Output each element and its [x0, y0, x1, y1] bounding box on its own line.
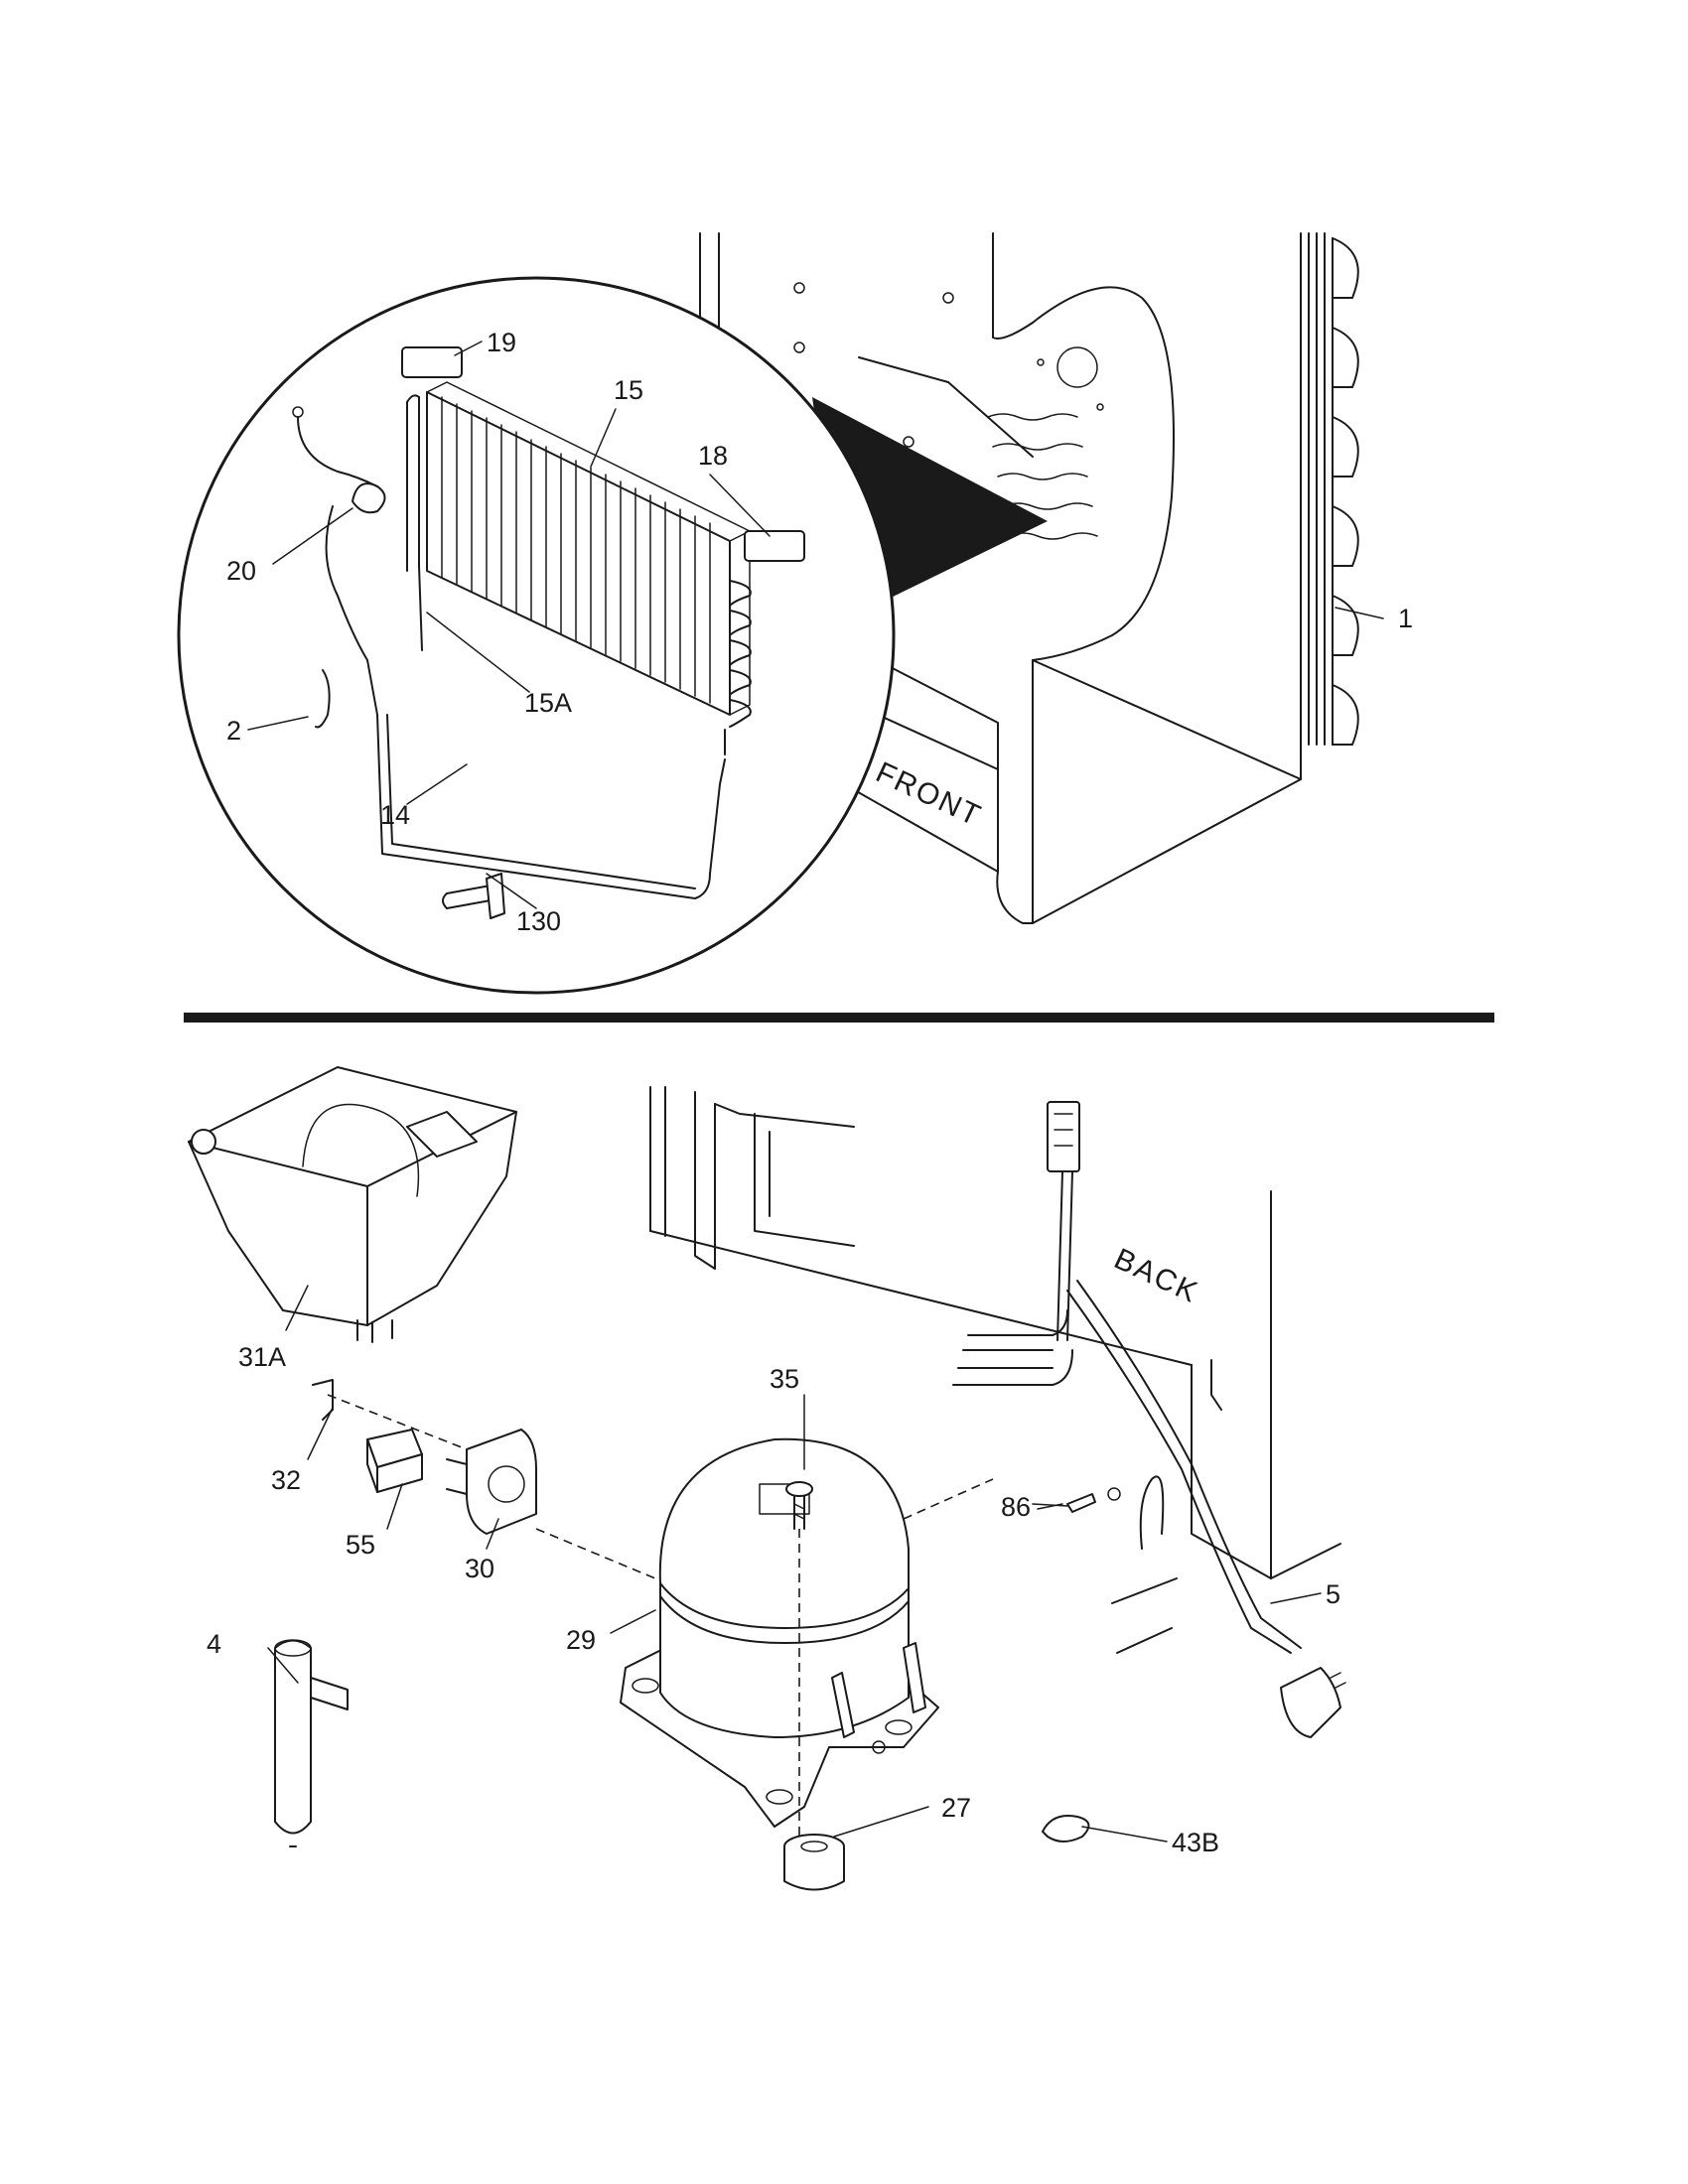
callout-30: 30	[465, 1554, 494, 1583]
condenser-coil	[1308, 232, 1359, 746]
callout-35: 35	[770, 1364, 799, 1394]
callout-19: 19	[487, 328, 516, 357]
part-18-block	[744, 530, 805, 562]
callout-55: 55	[346, 1530, 375, 1560]
detail-parts	[292, 346, 805, 919]
assembly-dash-4	[903, 1478, 994, 1520]
callout-5: 5	[1326, 1579, 1340, 1609]
detail-circle	[177, 276, 896, 995]
part-130-tube	[486, 873, 505, 919]
callout-43b: 43B	[1172, 1828, 1219, 1857]
callout-1: 1	[1398, 604, 1413, 633]
finned-evaporator	[406, 381, 752, 755]
part-4-drier	[274, 1639, 349, 1847]
callout-32: 32	[271, 1465, 301, 1495]
assembly-dash-1	[327, 1394, 468, 1450]
front-label: FRONT	[871, 755, 987, 833]
callout-20: 20	[226, 556, 256, 586]
callout-4: 4	[207, 1629, 221, 1659]
part-20-sensor	[352, 482, 386, 514]
part-43b-clip	[1042, 1815, 1090, 1843]
control-box	[188, 1066, 517, 1343]
assembly-dash-2	[535, 1528, 656, 1579]
callout-29: 29	[566, 1625, 596, 1655]
part-35-bolt	[785, 1481, 813, 1530]
callout-15a: 15A	[524, 688, 572, 718]
leader-lines-top	[247, 341, 1384, 909]
section-divider	[184, 1013, 1494, 1023]
part-30-overload	[446, 1429, 537, 1535]
back-label: BACK	[1109, 1242, 1203, 1309]
leader-lines-bottom	[267, 1285, 1322, 1843]
callout-2: 2	[226, 716, 241, 746]
callout-15: 15	[614, 375, 643, 405]
callout-27: 27	[941, 1793, 971, 1823]
part-27-grommet	[783, 1834, 845, 1891]
part-32-clip	[312, 1379, 334, 1421]
callout-31a: 31A	[238, 1342, 286, 1372]
ground-screw	[1037, 1487, 1121, 1513]
callout-18: 18	[698, 441, 728, 471]
part-55-relay	[366, 1429, 423, 1493]
callout-130: 130	[516, 906, 561, 936]
part-19-block	[401, 346, 463, 378]
plug	[1280, 1667, 1341, 1738]
connector-block	[1047, 1101, 1080, 1172]
callout-14: 14	[380, 800, 410, 830]
power-cord	[952, 1101, 1346, 1738]
compressor	[620, 1437, 939, 1828]
callout-86: 86	[1001, 1492, 1031, 1522]
